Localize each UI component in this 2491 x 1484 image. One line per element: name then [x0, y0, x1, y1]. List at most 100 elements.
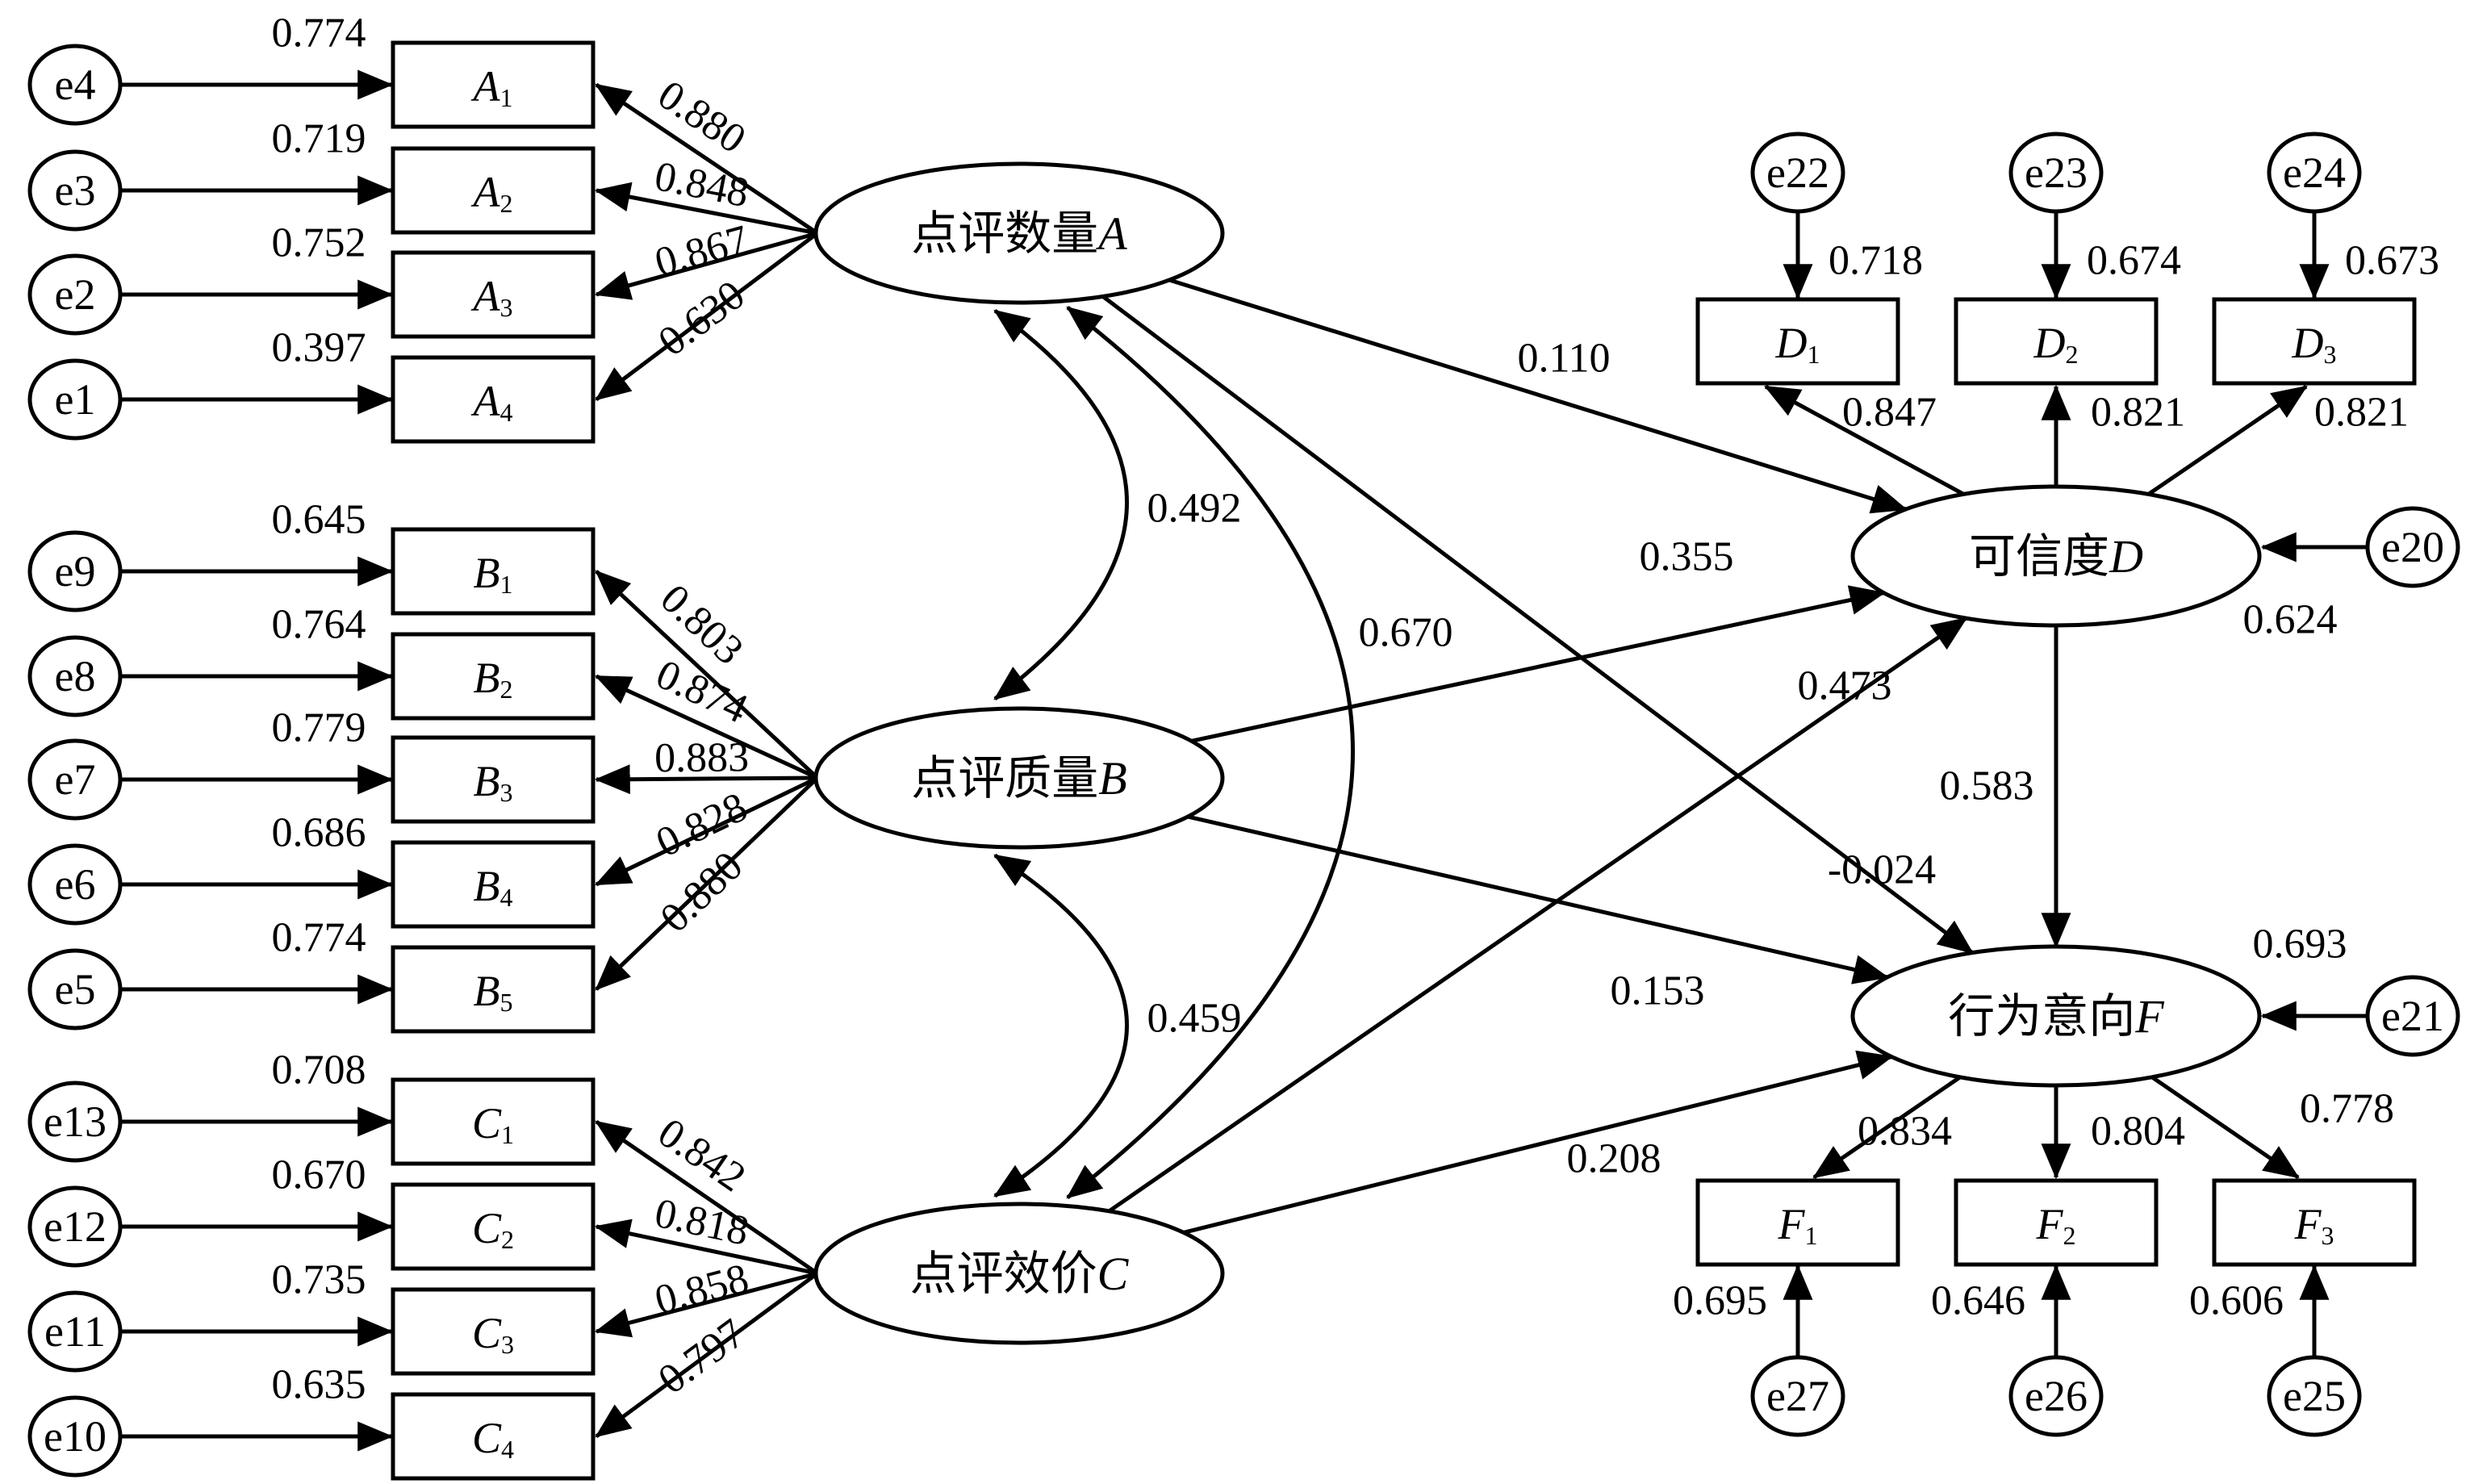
indicator-box-A4-label: A4: [471, 377, 513, 427]
correlation-arc-AC: [1066, 306, 1355, 1199]
loading-label-C2: 0.818: [651, 1190, 753, 1255]
disturbance-r2-D: 0.624: [2243, 597, 2338, 643]
latent-C-label: 点评效价C: [910, 1248, 1130, 1300]
correlation-arc-AB: [993, 308, 1129, 700]
error-e5-label: e5: [55, 965, 96, 1014]
r-squared-A4: 0.397: [272, 325, 366, 371]
loading-label-F2: 0.804: [2091, 1109, 2185, 1155]
error-e1-label: e1: [55, 375, 96, 424]
path-label-BF: 0.153: [1611, 968, 1705, 1014]
path-arrow-BF: [1187, 814, 1890, 984]
indicator-box-C3-label: C3: [472, 1309, 514, 1359]
path-label-CD: 0.473: [1798, 663, 1892, 709]
error-e7-label: e7: [55, 755, 96, 804]
indicator-box-C1: [391, 1077, 596, 1166]
loading-arrow-B3: [594, 764, 818, 795]
loading-arrow-C1: [595, 1119, 819, 1276]
r-squared-B4: 0.686: [272, 810, 366, 856]
indicator-box-D2: [1954, 297, 2159, 386]
error-e9-label: e9: [55, 547, 96, 596]
error-e10: [27, 1395, 123, 1478]
indicator-box-C4-label: C4: [472, 1414, 514, 1464]
r-squared-F2: 0.646: [1931, 1278, 2025, 1324]
indicator-box-A1: [391, 40, 596, 129]
error-e5: [27, 948, 123, 1030]
error-e8-label: e8: [55, 652, 96, 700]
r-squared-D1: 0.718: [1829, 238, 1923, 284]
latent-C: [813, 1202, 1225, 1345]
indicator-box-F3: [2212, 1178, 2417, 1267]
error-e11: [27, 1290, 123, 1373]
error-e2: [27, 253, 123, 336]
indicator-box-D2-label: D2: [2033, 319, 2079, 369]
latent-D-label: 可信度D: [1969, 530, 2143, 583]
indicator-box-A2: [391, 146, 596, 235]
loading-label-C1: 0.842: [650, 1110, 754, 1201]
path-arrow-CD: [1108, 617, 1968, 1213]
error-e13-label: e13: [44, 1097, 107, 1146]
loading-arrow-A4: [595, 232, 819, 401]
loading-arrow-D3: [2147, 384, 2308, 496]
indicator-box-C2-label: C2: [472, 1204, 514, 1254]
error-e26-label: e26: [2025, 1372, 2088, 1420]
indicator-box-D1: [1695, 297, 1900, 386]
loading-label-A3: 0.867: [650, 217, 754, 286]
path-arrow-BD: [1190, 585, 1886, 743]
loading-label-B2: 0.874: [650, 651, 754, 733]
r-squared-C3: 0.735: [272, 1257, 366, 1303]
loading-label-A1: 0.880: [650, 72, 754, 163]
indicator-box-F2: [1954, 1178, 2159, 1267]
indicator-box-A2-label: A2: [471, 168, 513, 218]
indicator-box-F1: [1695, 1178, 1900, 1267]
error-e25: [2267, 1355, 2362, 1437]
error-e2-label: e2: [55, 270, 96, 319]
path-label-DF: 0.583: [1940, 763, 2034, 809]
correlation-arc-BC: [993, 853, 1129, 1198]
path-label-AD: 0.110: [1517, 336, 1610, 382]
error-e9: [27, 530, 123, 612]
correlation-label-AC: 0.670: [1359, 610, 1453, 656]
latent-A: [813, 161, 1225, 305]
error-e11-label: e11: [44, 1307, 106, 1356]
error-e20: [2365, 506, 2460, 588]
loading-label-D2: 0.821: [2091, 390, 2185, 436]
indicator-box-B3: [391, 735, 596, 824]
error-e20-label: e20: [2381, 523, 2444, 571]
error-e12-label: e12: [44, 1202, 107, 1251]
path-label-AF: -0.024: [1828, 847, 1936, 893]
r-squared-F3: 0.606: [2189, 1278, 2284, 1324]
latent-B: [813, 706, 1225, 850]
loading-arrow-B2: [595, 674, 819, 780]
error-e3-label: e3: [55, 166, 96, 215]
latent-D: [1850, 484, 2262, 628]
error-e6: [27, 843, 123, 926]
latent-F: [1850, 944, 2262, 1088]
loading-label-A2: 0.848: [651, 153, 753, 216]
error-e13: [27, 1081, 123, 1163]
loading-arrow-C3: [594, 1271, 818, 1338]
loading-label-D3: 0.821: [2314, 390, 2409, 436]
indicator-box-D3-label: D3: [2292, 319, 2337, 369]
indicator-box-B5: [391, 945, 596, 1034]
loading-label-A4: 0.630: [650, 272, 754, 366]
loading-arrow-B1: [595, 570, 819, 780]
latent-F-label: 行为意向F: [1948, 990, 2164, 1043]
r-squared-B1: 0.645: [272, 497, 366, 543]
loading-arrow-C2: [594, 1219, 818, 1276]
error-e21: [2365, 975, 2460, 1057]
r-squared-B5: 0.774: [272, 915, 366, 961]
loading-arrow-F1: [1812, 1075, 1962, 1180]
indicator-box-C4: [391, 1392, 596, 1481]
loading-label-D1: 0.847: [1842, 390, 1937, 436]
indicator-box-C3: [391, 1287, 596, 1376]
r-squared-D2: 0.674: [2087, 238, 2181, 284]
error-e8: [27, 635, 123, 717]
error-e24-label: e24: [2283, 148, 2346, 197]
indicator-box-A3: [391, 250, 596, 339]
indicator-box-B1-label: B1: [474, 549, 513, 599]
loading-label-C3: 0.858: [650, 1256, 754, 1324]
loading-arrow-F3: [2150, 1075, 2300, 1180]
error-e24: [2267, 132, 2362, 214]
